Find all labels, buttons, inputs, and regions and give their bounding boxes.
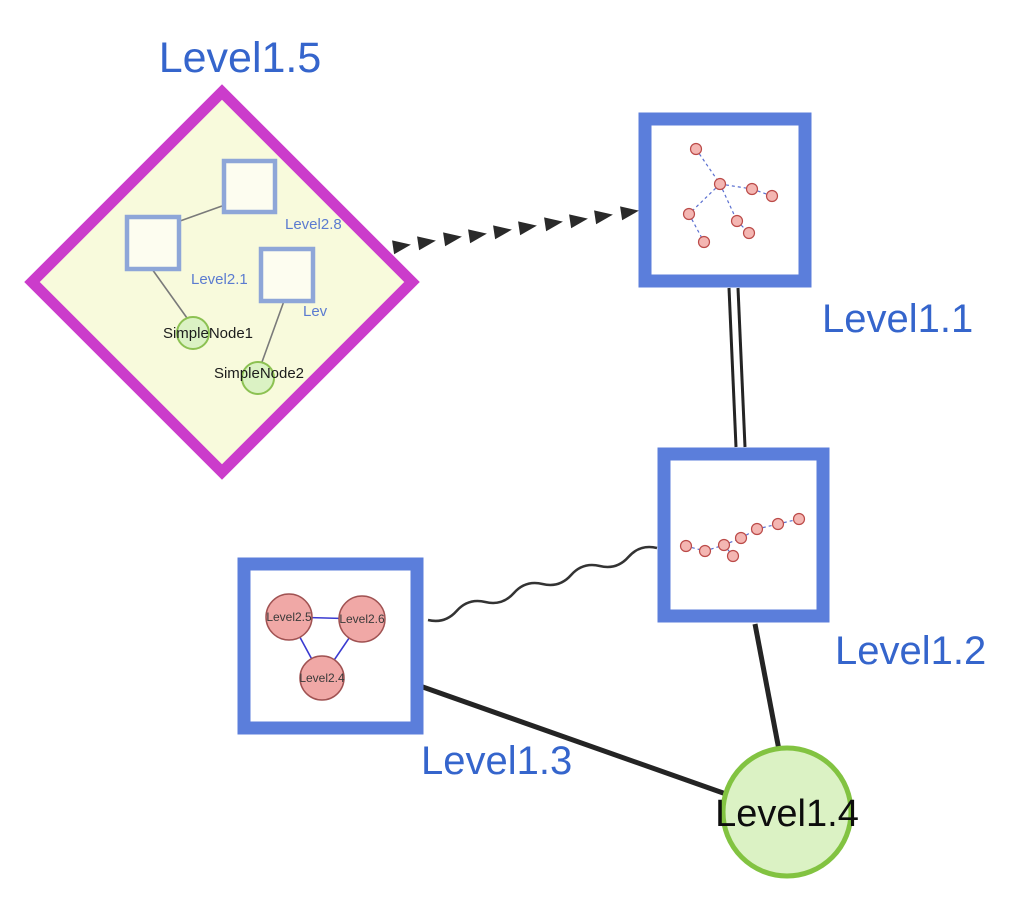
arrowhead-icon xyxy=(392,237,412,255)
node-level2-8[interactable] xyxy=(221,158,278,215)
arrowhead-icon xyxy=(544,214,564,232)
node-label-level2-1: Level2.1 xyxy=(191,271,248,288)
mini-node[interactable] xyxy=(713,177,727,191)
edge-level1-2-to-level1-4 xyxy=(752,623,782,751)
arrowhead-icon xyxy=(493,222,513,240)
node-label-level2-4: Level2.4 xyxy=(299,671,345,685)
mini-edge xyxy=(688,183,721,215)
subgraph-level1-2 xyxy=(679,512,806,563)
arrowhead-icon xyxy=(518,218,538,236)
edge-level1-1-to-level1-2-double xyxy=(727,287,747,448)
mini-node[interactable] xyxy=(730,214,744,228)
node-label-simplenode2: SimpleNode2 xyxy=(214,365,304,382)
edge-level1-5-to-level1-1-dashed-arrow xyxy=(392,203,640,255)
edge-level1-3-to-level1-4 xyxy=(419,683,727,797)
mini-node[interactable] xyxy=(679,539,693,553)
mini-edge xyxy=(719,183,738,222)
node-label-level1-1: Level1.1 xyxy=(822,297,973,341)
node-simplenode1[interactable] xyxy=(176,316,210,350)
mini-node[interactable] xyxy=(726,549,740,563)
node-level1-3-group: Level2.5 Level2.6 Level2.4 xyxy=(237,557,424,735)
node-label-simplenode1: SimpleNode1 xyxy=(163,325,253,342)
mini-node[interactable] xyxy=(697,235,711,249)
node-label-level2-5: Level2.5 xyxy=(266,610,312,624)
edge-lev-to-simplenode2 xyxy=(261,300,285,363)
node-level1-4[interactable] xyxy=(720,745,854,879)
node-label-level1-3: Level1.3 xyxy=(421,739,572,783)
node-level1-3[interactable] xyxy=(237,557,424,735)
mini-node[interactable] xyxy=(734,531,748,545)
node-label-level1-5: Level1.5 xyxy=(159,34,322,82)
node-level2-truncated[interactable] xyxy=(258,246,316,304)
node-level2-1[interactable] xyxy=(124,214,182,272)
mini-node[interactable] xyxy=(745,182,759,196)
node-level1-1[interactable] xyxy=(638,112,812,288)
mini-node[interactable] xyxy=(765,189,779,203)
node-simplenode2[interactable] xyxy=(241,361,275,395)
mini-edge xyxy=(695,148,721,185)
mini-node[interactable] xyxy=(717,538,731,552)
double-edge-line-2 xyxy=(736,287,747,448)
subgraph-level1-1 xyxy=(682,142,779,249)
arrowhead-icon xyxy=(569,211,589,229)
arrowhead-icon xyxy=(417,233,437,251)
node-label-level2-8: Level2.8 xyxy=(285,216,342,233)
node-label-level2-truncated: Lev xyxy=(303,303,328,320)
double-edge-line-1 xyxy=(727,287,738,448)
node-level1-5[interactable] xyxy=(24,84,420,480)
node-level2-6[interactable] xyxy=(338,595,386,643)
edge-level2-8-to-level2-1 xyxy=(179,205,223,222)
edge-level1-3-to-level1-2-wavy xyxy=(427,545,658,623)
arrowhead-icon xyxy=(620,203,640,221)
arrowhead-icon xyxy=(468,226,488,244)
mini-node[interactable] xyxy=(689,142,703,156)
arrowhead-icon xyxy=(443,229,463,247)
node-level1-2-group xyxy=(657,447,830,623)
edge-level2-1-to-simplenode1 xyxy=(151,268,188,319)
arrowhead-icon xyxy=(594,207,614,225)
mini-node[interactable] xyxy=(742,226,756,240)
node-label-level1-4: Level1.4 xyxy=(715,793,859,835)
mini-node[interactable] xyxy=(750,522,764,536)
node-level1-5-group: Level2.8 Level2.1 Lev SimpleNode1 Simple… xyxy=(24,84,420,480)
node-label-level2-6: Level2.6 xyxy=(339,612,385,626)
node-level2-4[interactable] xyxy=(299,655,345,701)
mini-node[interactable] xyxy=(771,517,785,531)
node-level2-5[interactable] xyxy=(265,593,313,641)
mini-node[interactable] xyxy=(792,512,806,526)
mini-node[interactable] xyxy=(682,207,696,221)
node-level1-1-group xyxy=(638,112,812,288)
subgraph-level1-3: Level2.5 Level2.6 Level2.4 xyxy=(265,593,386,701)
node-label-level1-2: Level1.2 xyxy=(835,629,986,673)
mini-node[interactable] xyxy=(698,544,712,558)
